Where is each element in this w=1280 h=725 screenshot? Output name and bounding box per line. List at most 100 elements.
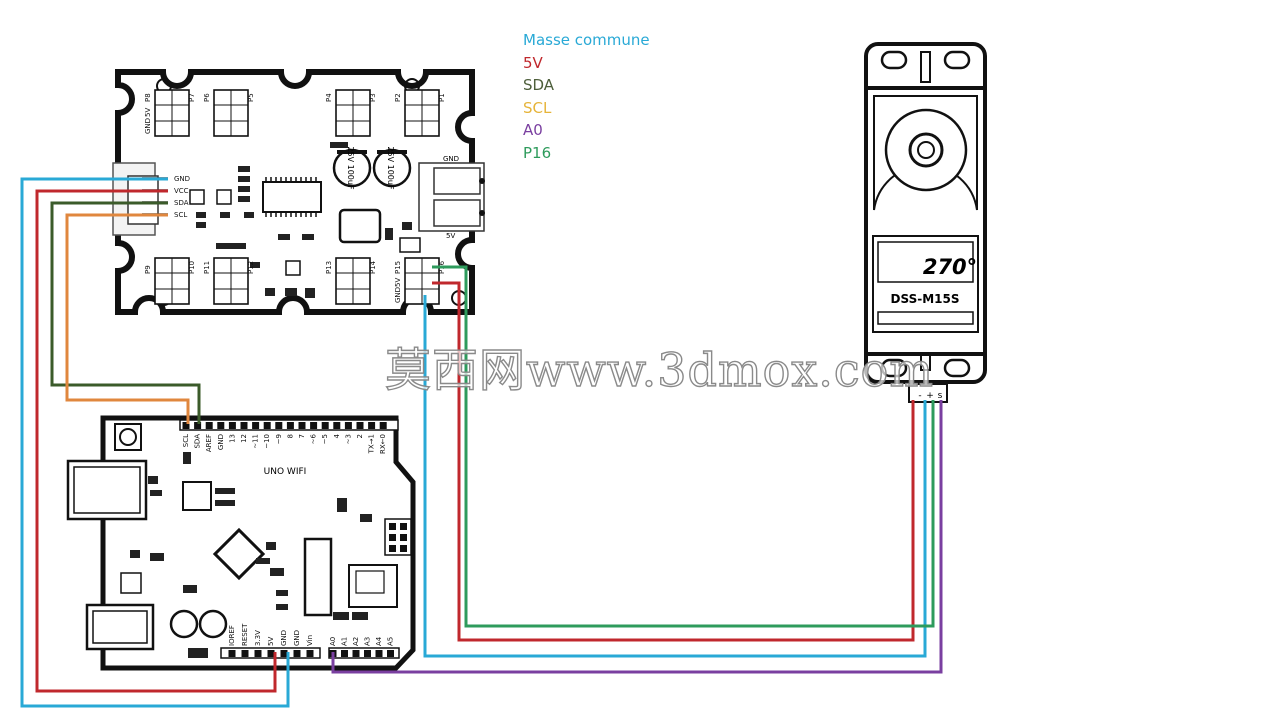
power-terminal: GND 5V	[418, 155, 485, 240]
smd-components	[189, 142, 421, 298]
digital-pin-label: AREF	[205, 434, 213, 452]
analog-pin	[341, 650, 348, 657]
power-label-5v: 5V	[446, 232, 455, 240]
mount-slot	[880, 50, 908, 70]
power-pin-label: GND	[280, 630, 288, 646]
mount-slot	[943, 50, 971, 70]
header-label: P8	[144, 93, 152, 102]
legend-item-a0: A0	[523, 121, 543, 139]
connector-label-sda: SDA	[174, 199, 189, 207]
analog-pin-label: A3	[364, 637, 372, 646]
digital-pin-label: 7	[298, 434, 306, 438]
legend-item-p16: P16	[523, 143, 552, 162]
digital-pin	[356, 422, 364, 429]
power-pin-label: 5V	[267, 637, 275, 646]
servo-driver-board: GND VCC SDA SCL 25V 100uF 25V 100uF	[112, 69, 485, 315]
a0-signal-wire	[331, 400, 943, 674]
servo-pin-mark: s	[938, 391, 943, 401]
servo-model-label: DSS-M15S	[891, 292, 960, 306]
digital-pin-label: TX→1	[368, 434, 376, 454]
digital-pin-label: ~5	[321, 434, 329, 444]
power-pin-label: RESET	[241, 623, 249, 646]
header-label: P5	[247, 93, 255, 102]
capacitor: 25V 100uF	[332, 146, 372, 190]
power-wire-arduino	[35, 189, 277, 693]
digital-pin-label: ~6	[310, 433, 318, 444]
ground-wire-servo	[423, 295, 927, 658]
legend-item-5v: 5V	[523, 53, 543, 72]
pwm-driver-chip	[262, 181, 322, 213]
analog-pin-label: A4	[375, 636, 383, 646]
mount-slot	[943, 358, 971, 378]
servo-pin-mark: +	[926, 391, 934, 401]
digital-pin	[240, 422, 248, 429]
digital-pin	[310, 422, 318, 429]
analog-pin	[375, 650, 383, 657]
ground-wire-arduino	[20, 177, 290, 708]
capacitor: 25V 100uF	[372, 146, 412, 190]
scl-wire	[65, 213, 190, 424]
wires	[20, 177, 943, 708]
power-pin	[254, 650, 262, 657]
power-pin	[241, 650, 249, 657]
watermark: 莫西网www.3dmox.com	[384, 342, 934, 397]
digital-pin	[252, 422, 260, 429]
header-label: P13	[325, 261, 333, 274]
wire-color-legend: Masse commune 5V SDA SCL A0 P16	[523, 29, 650, 164]
connector-label-gnd: GND	[174, 175, 190, 183]
digital-pin	[344, 422, 352, 429]
power-pin-label: GND	[293, 630, 301, 646]
digital-pin-label: 13	[228, 434, 236, 443]
digital-pin-label: SDA	[194, 434, 202, 449]
digital-pin	[379, 422, 387, 429]
digital-pin	[275, 422, 283, 429]
legend-item-ground: Masse commune	[523, 31, 650, 49]
header-row-label: GND	[394, 287, 402, 303]
usb-chip	[182, 481, 212, 511]
capacitor-label: 25V 100uF	[386, 146, 395, 190]
mount-slot	[880, 358, 908, 378]
servo-pin-mark: -	[918, 391, 921, 401]
digital-pin-label: 4	[333, 433, 341, 438]
digital-pin	[182, 422, 190, 429]
header-label: P7	[188, 93, 196, 102]
digital-pin-label: ~3	[344, 434, 352, 444]
digital-pin-label: GND	[217, 434, 225, 450]
header-label: P9	[144, 265, 152, 274]
digital-pin-label: ~9	[275, 434, 283, 444]
sda-wire	[50, 201, 201, 424]
power-pin-label: Vin	[306, 635, 314, 646]
analog-pin-label: A2	[352, 637, 360, 646]
icsp-header	[384, 518, 412, 556]
power-label-gnd: GND	[443, 155, 459, 163]
analog-pin-label: A0	[329, 637, 337, 646]
legend-item-scl: SCL	[523, 98, 552, 117]
connector-label-vcc: VCC	[174, 187, 189, 195]
analog-pin-label: A1	[341, 637, 349, 646]
smd-components	[130, 452, 372, 658]
analog-pin	[364, 650, 371, 657]
header-label: P15	[394, 261, 402, 274]
capacitor-label: 25V 100uF	[346, 146, 355, 190]
digital-pin-label: 12	[240, 434, 248, 443]
servo-connector	[908, 383, 948, 403]
power-wire-servo	[432, 281, 915, 642]
header-label: P2	[394, 93, 402, 102]
digital-pin	[263, 422, 271, 429]
power-pin	[306, 650, 314, 657]
voltage-regulator	[338, 208, 382, 244]
regulator	[120, 572, 142, 594]
digital-pin	[194, 422, 202, 429]
grove-socket	[127, 175, 159, 225]
header-label: P6	[203, 93, 211, 102]
header-label: P1	[438, 93, 446, 102]
servo-motor: 270° DSS-M15S - + s	[864, 42, 987, 403]
digital-pin-label: 8	[286, 434, 294, 438]
digital-pin	[333, 422, 341, 429]
header-label: P11	[203, 261, 211, 274]
header-row-label: GND	[144, 118, 152, 134]
digital-pin	[298, 422, 306, 429]
digital-pin-label: SCL	[182, 434, 190, 447]
